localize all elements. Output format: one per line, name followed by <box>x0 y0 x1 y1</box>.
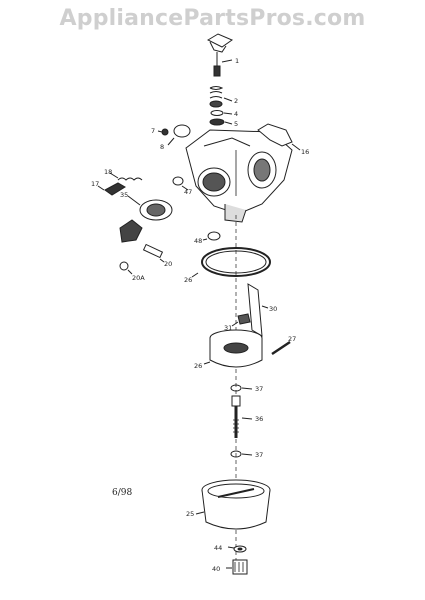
callout-8: 8 <box>160 143 164 151</box>
part-26-float <box>203 329 263 368</box>
part-17-idle-screw <box>97 182 126 196</box>
callout-2: 2 <box>234 97 238 105</box>
part-8-throttle-plate <box>167 124 191 146</box>
part-20-pin <box>142 243 165 263</box>
part-27-hinge-pin <box>271 340 291 356</box>
date-code: 6/98 <box>112 488 133 498</box>
callout-20: 20 <box>164 260 172 268</box>
callout-31: 31 <box>224 324 232 332</box>
part-carburetor-body <box>185 129 293 223</box>
part-26-gasket <box>191 247 271 278</box>
part-20a-plug <box>119 261 133 275</box>
part-35-primer-bulb <box>119 195 173 243</box>
part-37-o-ring-upper <box>230 384 253 392</box>
part-2-spring <box>209 86 233 108</box>
callout-26-gasket: 26 <box>184 276 192 284</box>
callout-36: 36 <box>255 415 263 423</box>
callout-27: 27 <box>288 335 296 343</box>
part-4-seal <box>210 110 233 116</box>
callout-4: 4 <box>234 110 238 118</box>
part-18-spring <box>109 172 143 181</box>
part-48-washer <box>202 231 221 241</box>
callout-16: 16 <box>301 148 309 156</box>
callout-44: 44 <box>214 544 222 552</box>
callout-47: 47 <box>184 188 192 196</box>
part-36-main-jet <box>231 395 253 438</box>
callout-26-float: 26 <box>194 362 202 370</box>
callout-25: 25 <box>186 510 194 518</box>
part-5-washer <box>209 118 233 126</box>
part-16-fuel-elbow <box>257 123 301 151</box>
callout-30: 30 <box>269 305 277 313</box>
watermark: AppliancePartsPros.com <box>59 6 366 31</box>
callout-20a: 20A <box>132 274 145 282</box>
part-1-inlet-fitting <box>206 33 234 77</box>
callout-48: 48 <box>194 237 202 245</box>
callout-18: 18 <box>104 168 112 176</box>
part-25-float-bowl <box>195 479 271 530</box>
callout-40: 40 <box>212 565 220 573</box>
part-31-needle <box>231 313 251 327</box>
callout-7: 7 <box>151 127 155 135</box>
callout-5: 5 <box>234 120 238 128</box>
callout-1: 1 <box>235 57 239 65</box>
part-47-seal <box>172 176 189 191</box>
part-7-screw <box>157 128 169 136</box>
part-37-o-ring-lower <box>230 450 253 458</box>
callout-37-upper: 37 <box>255 385 263 393</box>
callout-35: 35 <box>120 191 128 199</box>
callout-17: 17 <box>91 180 99 188</box>
callout-37-lower: 37 <box>255 451 263 459</box>
part-30-float-pin <box>247 283 269 337</box>
part-44-washer <box>227 545 247 553</box>
part-40-bowl-nut <box>226 559 248 575</box>
